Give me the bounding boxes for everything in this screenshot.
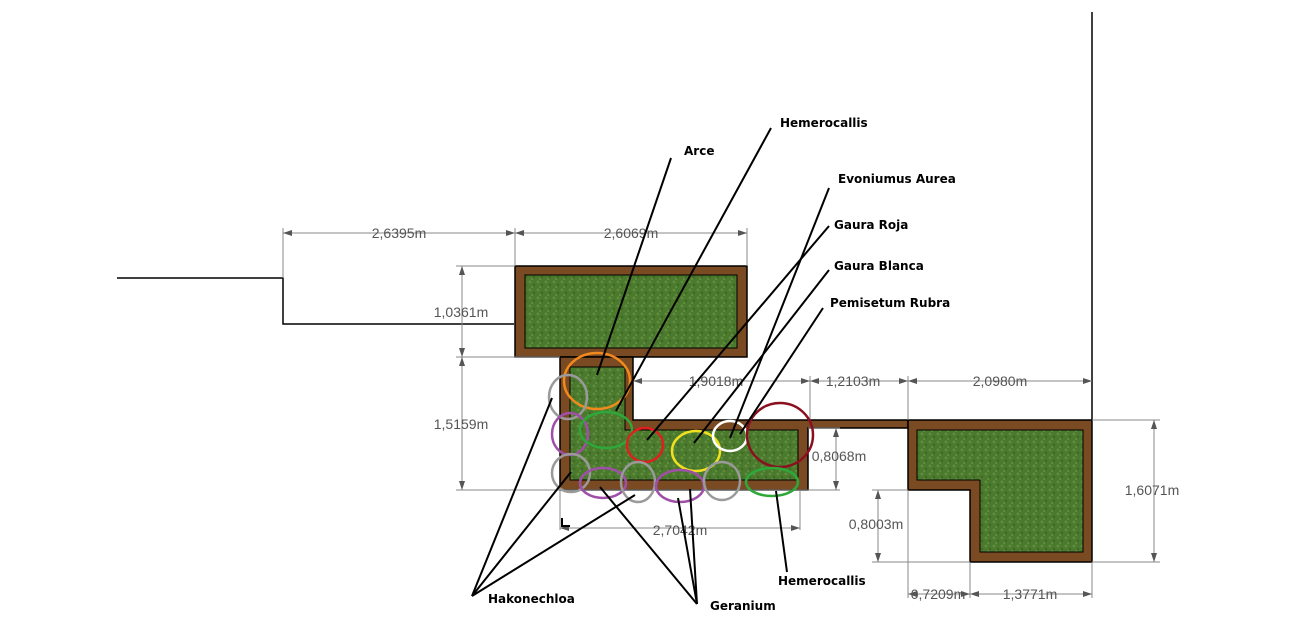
dim-1-2103: 1,2103m	[826, 373, 880, 389]
label-hemerocallis-top: Hemerocallis	[780, 116, 868, 130]
dimension-lines	[282, 228, 1160, 598]
label-gaura-roja: Gaura Roja	[834, 218, 908, 232]
planting-beds	[514, 265, 1093, 563]
dim-0-8068: 0,8068m	[812, 448, 866, 464]
label-evoniumus-aurea: Evoniumus Aurea	[838, 172, 956, 186]
bed-right-grass	[916, 429, 1084, 553]
plant-gray-3	[619, 460, 657, 504]
plant-gray-1	[547, 373, 589, 421]
plant-yellow	[670, 429, 722, 473]
dim-2-0980: 2,0980m	[973, 373, 1027, 389]
label-arce: Arce	[684, 144, 714, 158]
dim-0-8003: 0,8003m	[849, 516, 903, 532]
label-gaura-blanca: Gaura Blanca	[834, 259, 924, 273]
dimension-labels: 2,6395m 2,6069m 1,0361m 1,5159m 1,9018m …	[372, 225, 1179, 602]
left-wall	[117, 277, 514, 325]
dim-0-7209: 0,7209m	[911, 586, 965, 602]
dim-2-7042: 2,7042m	[653, 522, 707, 538]
plant-labels: Arce Hemerocallis Evoniumus Aurea Gaura …	[488, 116, 956, 613]
dim-1-0361: 1,0361m	[434, 304, 488, 320]
boundary-walls	[117, 12, 1093, 420]
dim-1-9018: 1,9018m	[689, 373, 743, 389]
label-pemisetum-rubra: Pemisetum Rubra	[830, 296, 950, 310]
plant-red	[625, 426, 665, 464]
plant-green-1	[578, 410, 634, 450]
plant-gray-4	[702, 460, 742, 502]
dim-1-5159: 1,5159m	[434, 416, 488, 432]
corner-marker	[561, 518, 570, 527]
dim-2-6069: 2,6069m	[604, 225, 658, 241]
dim-2-6395: 2,6395m	[372, 225, 426, 241]
bed-top-grass	[524, 274, 738, 349]
plant-gray-2	[550, 452, 592, 494]
dim-1-3771: 1,3771m	[1003, 586, 1057, 602]
plant-purple-2	[578, 466, 628, 500]
label-hemerocallis-bottom: Hemerocallis	[778, 574, 866, 588]
dim-1-6071: 1,6071m	[1125, 482, 1179, 498]
plant-green-2	[744, 466, 800, 498]
plant-arce-orange	[562, 351, 632, 411]
label-geranium: Geranium	[710, 599, 776, 613]
plant-darkred	[745, 401, 815, 469]
leader-lines	[471, 127, 830, 605]
plant-markers	[547, 351, 815, 504]
label-hakonechloa: Hakonechloa	[488, 592, 575, 606]
